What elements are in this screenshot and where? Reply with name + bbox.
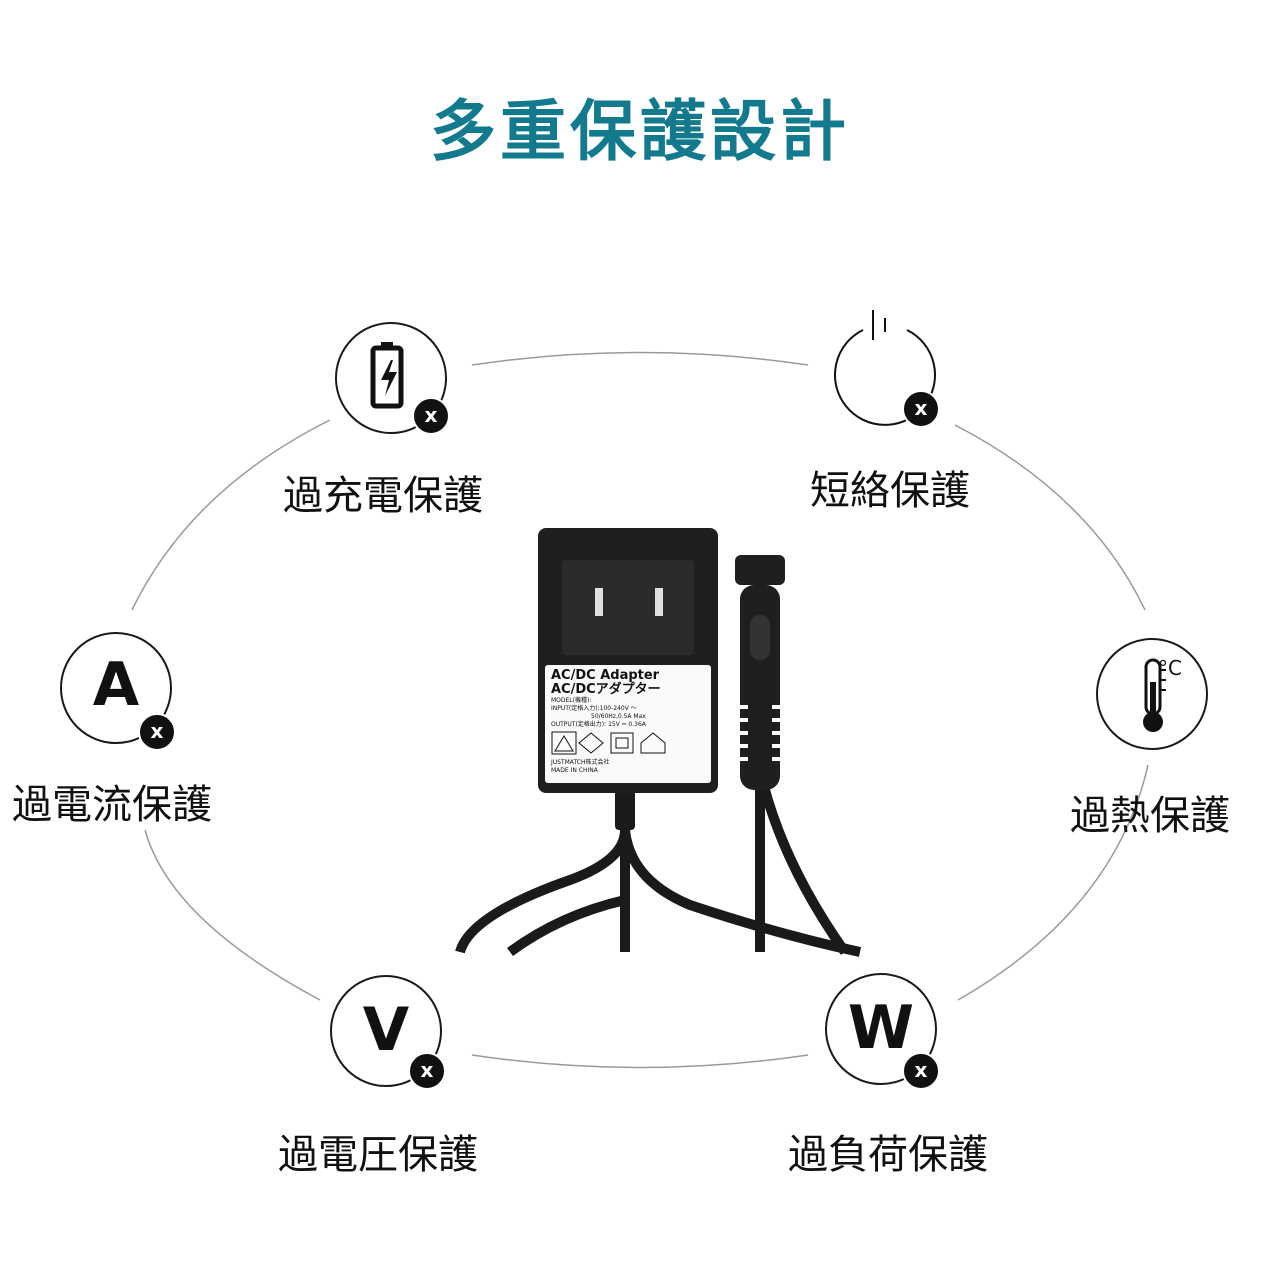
ampere-icon: A	[92, 650, 140, 720]
thermometer-icon	[1143, 658, 1166, 732]
disabled-x-icon: x	[412, 397, 450, 435]
feature-label: 過熱保護	[1070, 793, 1230, 839]
feature-label: 過電流保護	[12, 782, 212, 828]
disabled-x-icon: x	[902, 1052, 940, 1090]
feature-label: 過充電保護	[283, 473, 483, 519]
disabled-x-icon: x	[902, 390, 940, 428]
label-input: INPUT(定格入力):100-240V ～	[551, 705, 637, 712]
disabled-x-icon: x	[408, 1052, 446, 1090]
feature-label: 短絡保護	[810, 468, 970, 514]
disabled-x-icon: x	[138, 713, 176, 751]
certification-marks-icon	[551, 731, 666, 755]
label-output: OUTPUT(定格出力): 15V ⎓ 0.36A	[551, 721, 646, 728]
label-input2: 50/60Hz,0.5A Max	[591, 713, 646, 720]
adapter-rating-label: AC/DC Adapter AC/DCアダプター MODEL(機種): INPU…	[545, 665, 711, 783]
voltage-icon: V	[362, 995, 410, 1065]
label-model: MODEL(機種):	[551, 697, 592, 704]
celsius-unit: °C	[1158, 656, 1182, 680]
power-icon	[834, 310, 936, 426]
page-title: 多重保護設計	[430, 93, 850, 170]
feature-label: 過電圧保護	[278, 1132, 478, 1178]
label-line1: AC/DC Adapter	[551, 668, 660, 683]
feature-icon-circle	[827, 310, 939, 428]
feature-label: 過負荷保護	[788, 1132, 988, 1178]
feature-icon-circle: °C	[1096, 638, 1208, 750]
label-maker: JUSTMATCH株式会社	[551, 759, 610, 766]
battery-charging-icon	[370, 342, 404, 409]
label-line2: AC/DCアダプター	[551, 682, 661, 697]
label-origin: MADE IN CHINA	[551, 767, 598, 774]
watt-icon: W	[847, 993, 915, 1063]
